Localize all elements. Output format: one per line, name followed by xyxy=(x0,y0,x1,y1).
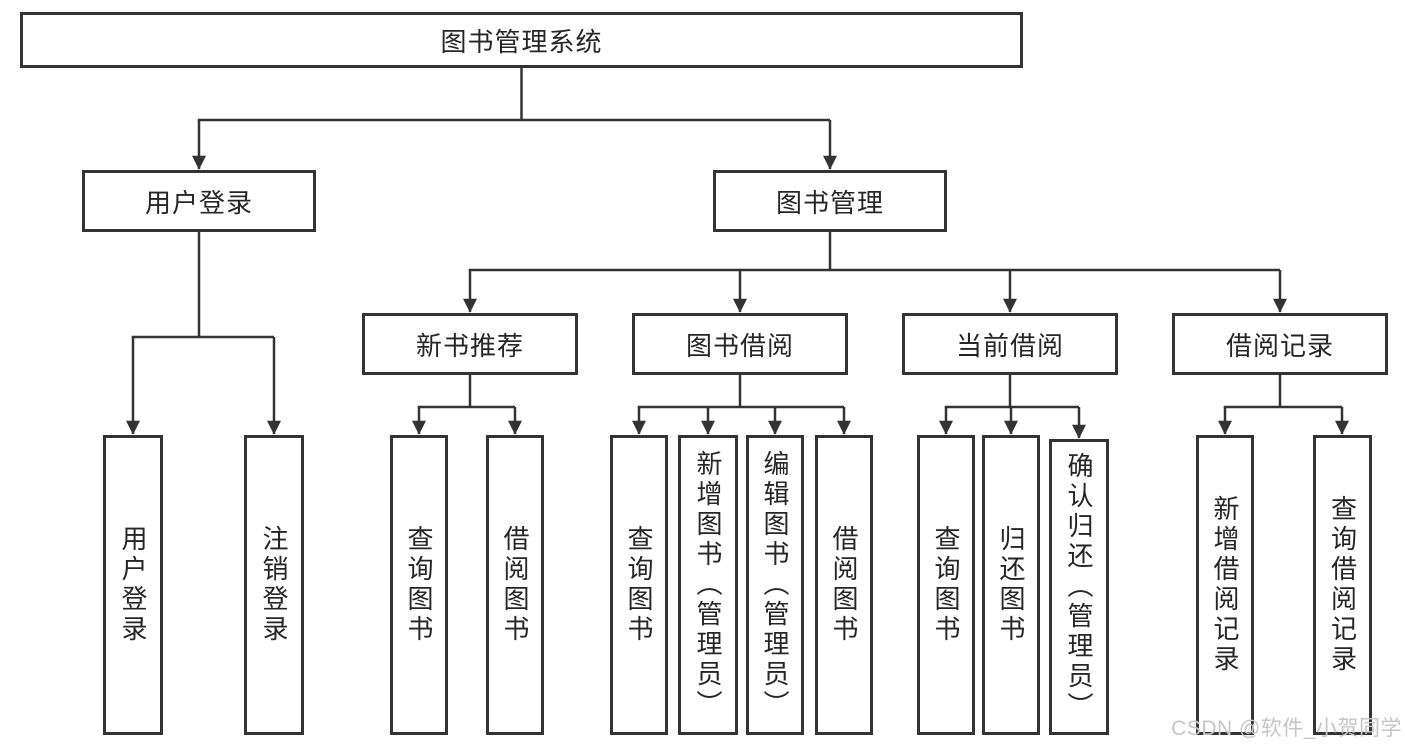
leaf-label: 编辑图书（管理员） xyxy=(760,450,790,720)
connector-current-borrow-split xyxy=(939,375,1086,439)
connector-new-book-recommend-split xyxy=(412,375,522,435)
leaf-label: 注销登录 xyxy=(259,525,289,645)
leaf-label: 查询借阅记录 xyxy=(1327,495,1358,675)
leaf-label: 归还图书 xyxy=(996,525,1026,645)
connector-book-management-split xyxy=(463,232,1287,313)
leaf-user-login: 用户登录 xyxy=(103,435,163,735)
node-book-management: 图书管理 xyxy=(713,170,947,232)
node-borrow-records: 借阅记录 xyxy=(1172,313,1388,375)
connector-user-login-split xyxy=(126,232,281,435)
leaf-label: 用户登录 xyxy=(118,525,148,645)
leaf-confirm-return-admin: 确认归还（管理员） xyxy=(1049,439,1109,735)
connector-book-borrow-split xyxy=(632,375,851,435)
leaf-return-books: 归还图书 xyxy=(982,435,1040,735)
leaf-logout: 注销登录 xyxy=(244,435,304,735)
connector-borrow-records-split xyxy=(1218,375,1349,435)
leaf-label: 查询图书 xyxy=(404,525,434,645)
leaf-query-books-recommend: 查询图书 xyxy=(390,435,448,735)
node-root: 图书管理系统 xyxy=(20,12,1023,68)
leaf-add-borrow-record: 新增借阅记录 xyxy=(1196,435,1254,735)
watermark: CSDN @软件_小贺同学 xyxy=(1171,717,1402,740)
leaf-borrow-books: 借阅图书 xyxy=(815,435,873,735)
leaf-edit-books-admin: 编辑图书（管理员） xyxy=(746,435,804,735)
leaf-label: 查询图书 xyxy=(931,525,961,645)
leaf-query-borrow-record: 查询借阅记录 xyxy=(1313,435,1372,735)
leaf-query-books-current: 查询图书 xyxy=(917,435,975,735)
leaf-borrow-books-recommend: 借阅图书 xyxy=(486,435,544,735)
leaf-label: 查询图书 xyxy=(624,525,654,645)
leaf-label: 借阅图书 xyxy=(829,525,859,645)
leaf-add-books-admin: 新增图书（管理员） xyxy=(678,435,738,735)
leaf-query-books-borrow: 查询图书 xyxy=(610,435,668,735)
connector-root-split xyxy=(192,68,837,170)
node-user-login: 用户登录 xyxy=(82,170,316,232)
node-book-borrow: 图书借阅 xyxy=(632,313,848,375)
leaf-label: 借阅图书 xyxy=(500,525,530,645)
leaf-label: 确认归还（管理员） xyxy=(1064,452,1094,722)
leaf-label: 新增借阅记录 xyxy=(1210,495,1240,675)
node-current-borrow: 当前借阅 xyxy=(902,313,1118,375)
node-new-book-recommend: 新书推荐 xyxy=(362,313,578,375)
leaf-label: 新增图书（管理员） xyxy=(693,450,723,720)
